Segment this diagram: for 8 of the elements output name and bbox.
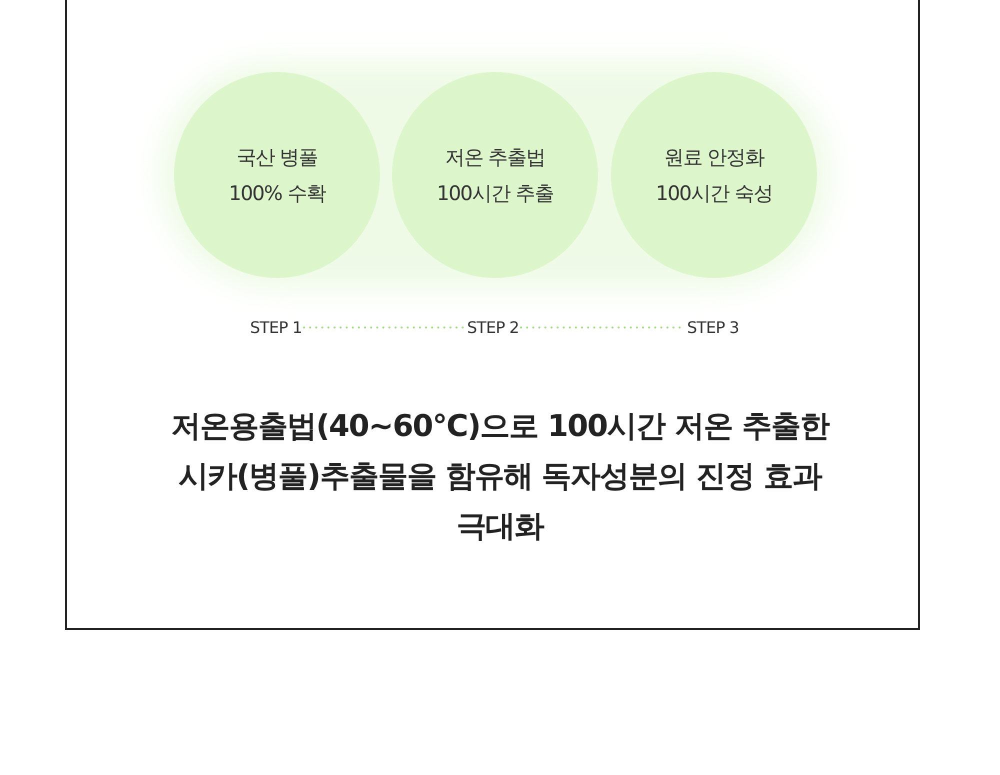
step-text: 원료 안정화 100시간 숙성 [654,144,774,207]
step-label: STEP 3 [687,318,739,337]
step-text: 국산 병풀 100% 수확 [228,144,327,207]
step-label: STEP 1 [250,318,302,337]
step-label: STEP 2 [467,318,519,337]
dotted-connector [302,326,466,328]
description-text: 저온용출법(40~60°C)으로 100시간 저온 추출한 시카(병풀)추출물을 함유해 독자성분의 진정 효과 극대화 [170,408,831,546]
step-text: 저온 추출법 100시간 추출 [436,144,554,207]
